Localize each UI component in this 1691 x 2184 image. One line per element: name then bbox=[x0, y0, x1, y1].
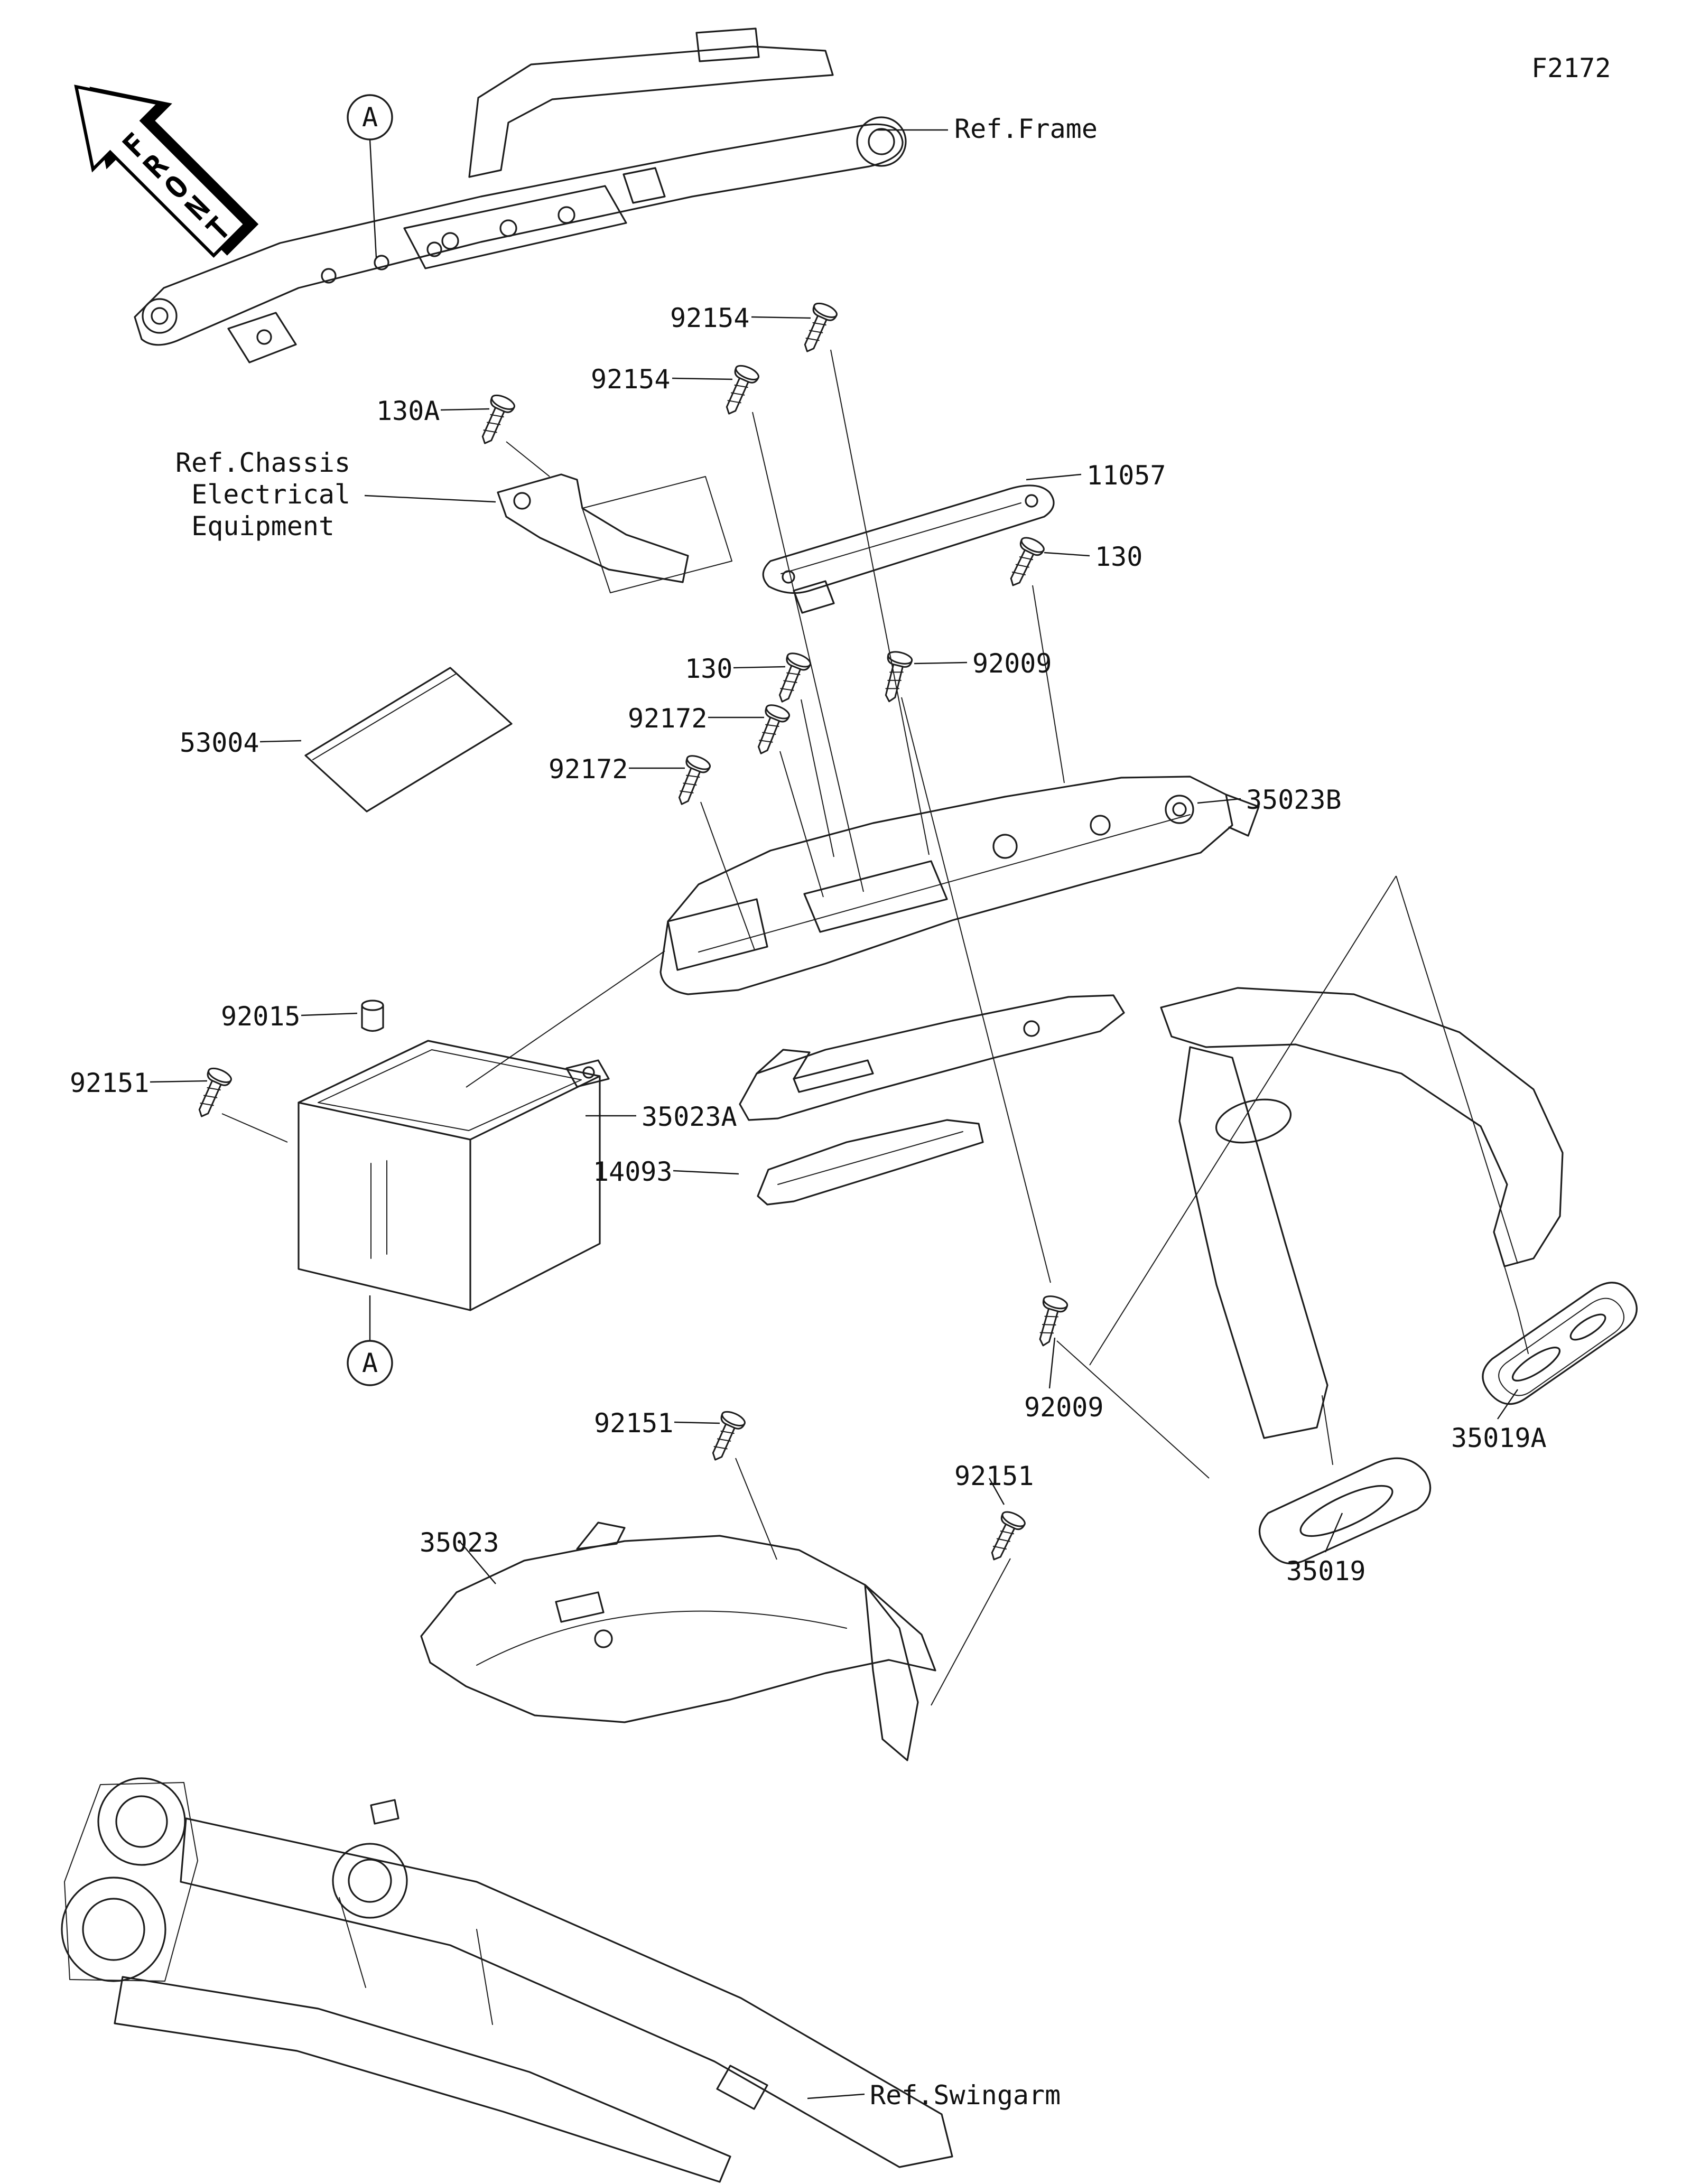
front-arrow-shape bbox=[74, 85, 247, 258]
screw-icon bbox=[778, 652, 812, 703]
screw-icon bbox=[678, 755, 711, 805]
screw-icon bbox=[481, 394, 515, 444]
leader-line-screw-130-right bbox=[1044, 552, 1090, 557]
screw-icon bbox=[1010, 537, 1045, 586]
chassis-electrical-bracket-drawing bbox=[497, 473, 732, 593]
label-screw-92154-upper: 92154 bbox=[670, 303, 750, 333]
pad-53004-drawing bbox=[304, 667, 513, 813]
leader-line-screw-92151-left bbox=[150, 1080, 208, 1083]
reflector-bracket-35019a-drawing bbox=[1482, 1282, 1638, 1405]
figure-code: F2172 bbox=[1531, 53, 1611, 83]
leader-line-screw-130-left bbox=[733, 666, 786, 669]
assembly-line-13 bbox=[1089, 875, 1397, 1366]
leader-line-part-35023 bbox=[460, 1542, 496, 1584]
label-ref-chassis-electrical-equipment: Ref.Chassis Electrical Equipment bbox=[175, 447, 351, 542]
assembly-line-12 bbox=[466, 950, 665, 1088]
rear-subframe-drawing bbox=[134, 27, 907, 363]
label-part-35023a: 35023A bbox=[642, 1102, 737, 1132]
rear-fender-upper-35023b-drawing bbox=[659, 776, 1260, 995]
label-ref-swingarm: Ref.Swingarm bbox=[870, 2080, 1061, 2111]
label-part-11057: 11057 bbox=[1086, 460, 1166, 491]
assembly-line-7 bbox=[700, 801, 755, 950]
screw-icon bbox=[712, 1411, 746, 1461]
assembly-line-10 bbox=[931, 1558, 1011, 1706]
bracket-plate-11057-drawing bbox=[762, 484, 1055, 614]
screw-icon bbox=[757, 704, 791, 754]
assembly-line-8 bbox=[221, 1113, 288, 1143]
assembly-line-1 bbox=[752, 412, 864, 892]
rear-flap-35019-drawing bbox=[1160, 987, 1564, 1565]
label-screw-92172-upper: 92172 bbox=[628, 703, 708, 734]
overlay-layer: AA bbox=[150, 94, 1518, 2099]
leader-line-screw-130a bbox=[440, 408, 490, 411]
label-screw-92151-middle: 92151 bbox=[594, 1408, 674, 1439]
screw-icon bbox=[198, 1067, 232, 1117]
label-part-53004: 53004 bbox=[180, 727, 259, 758]
assembly-line-4 bbox=[801, 699, 834, 857]
leader-line-screw-92154-lower bbox=[672, 377, 733, 380]
callout-a-1: A bbox=[347, 1295, 393, 1386]
label-part-35019: 35019 bbox=[1286, 1556, 1366, 1586]
rear-fender-front-35023-drawing bbox=[420, 1522, 936, 1761]
swingarm-drawing bbox=[61, 1777, 953, 2183]
label-screw-92009-upper: 92009 bbox=[972, 648, 1052, 679]
screw-icon bbox=[804, 302, 838, 352]
label-part-35023: 35023 bbox=[420, 1527, 499, 1558]
leader-line-screw-92151-right bbox=[988, 1478, 1005, 1505]
screw-icon bbox=[991, 1511, 1026, 1561]
label-part-35019a: 35019A bbox=[1451, 1423, 1547, 1453]
assembly-line-3 bbox=[1032, 585, 1065, 783]
assembly-line-14 bbox=[1396, 875, 1518, 1264]
assembly-line-2 bbox=[506, 441, 550, 477]
label-part-92015: 92015 bbox=[221, 1001, 301, 1032]
label-part-35023b: 35023B bbox=[1246, 785, 1342, 815]
svg-text:A: A bbox=[362, 1348, 378, 1378]
cover-14093-drawing bbox=[757, 1119, 984, 1206]
label-screw-92172-lower: 92172 bbox=[549, 754, 628, 785]
assembly-line-6 bbox=[779, 751, 824, 898]
leader-line-screw-92154-upper bbox=[751, 316, 811, 319]
leader-line-screw-92009-lower bbox=[1048, 1337, 1056, 1389]
label-ref-frame: Ref.Frame bbox=[954, 114, 1098, 144]
storage-box-drawing bbox=[298, 1040, 610, 1311]
assembly-line-0 bbox=[830, 349, 930, 855]
label-screw-92151-left: 92151 bbox=[70, 1068, 150, 1098]
label-screw-130-left: 130 bbox=[685, 654, 733, 684]
leader-line-part-35023b bbox=[1197, 798, 1241, 804]
callout-a-0: A bbox=[347, 94, 393, 258]
leader-line-part-35019 bbox=[1324, 1513, 1343, 1553]
leader-line-ref-swingarm bbox=[807, 2093, 865, 2099]
assembly-line-5 bbox=[901, 697, 1051, 1283]
leader-line-part-11057 bbox=[1026, 473, 1082, 481]
leader-line-part-53004 bbox=[259, 740, 302, 743]
screw-icon bbox=[726, 365, 759, 415]
label-screw-92009-lower: 92009 bbox=[1024, 1392, 1104, 1423]
damper-92015-drawing bbox=[361, 1000, 384, 1032]
screw-icon bbox=[885, 651, 913, 703]
label-screw-92154-lower: 92154 bbox=[591, 364, 671, 395]
assembly-line-11 bbox=[1056, 1340, 1210, 1479]
label-part-14093: 14093 bbox=[593, 1156, 673, 1187]
label-screw-92151-right: 92151 bbox=[954, 1461, 1034, 1491]
leader-line-screw-92151-middle bbox=[674, 1421, 720, 1424]
leader-line-ref-chassis-electrical-equipment bbox=[364, 494, 496, 503]
label-screw-130-right: 130 bbox=[1095, 542, 1143, 572]
front-direction-arrow: FRONT bbox=[74, 85, 259, 258]
rear-fender-inner-35023a-drawing bbox=[739, 994, 1125, 1121]
leader-line-screw-92009-upper bbox=[914, 661, 968, 665]
label-screw-130a: 130A bbox=[376, 396, 440, 426]
assembly-line-9 bbox=[735, 1458, 777, 1560]
screw-icon bbox=[1039, 1295, 1069, 1347]
leader-line-part-35019a bbox=[1497, 1389, 1518, 1420]
leader-line-part-14093 bbox=[673, 1170, 739, 1175]
leader-line-part-92015 bbox=[301, 1012, 358, 1016]
svg-text:A: A bbox=[362, 102, 378, 133]
